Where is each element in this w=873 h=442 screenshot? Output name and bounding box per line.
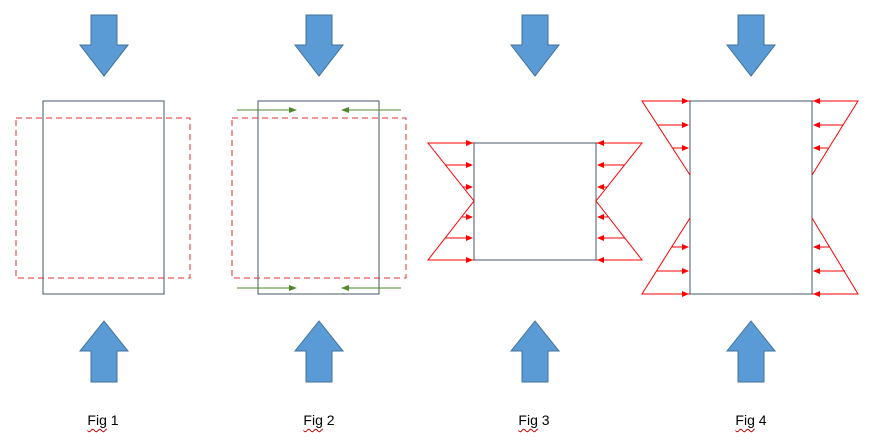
compression-load-arrow-up <box>725 320 777 383</box>
caption-fig-4: Fig 4 <box>711 412 791 428</box>
compression-load-arrow-down <box>725 14 777 77</box>
compression-load-arrow-down <box>293 14 345 77</box>
stress-distribution-right-bottom <box>811 217 859 295</box>
compression-load-arrow-up <box>293 320 345 383</box>
caption-fig-2: Fig 2 <box>279 412 359 428</box>
specimen-outline <box>42 100 165 295</box>
caption-word: Fig <box>735 412 755 428</box>
caption-word: Fig <box>518 412 538 428</box>
compression-load-arrow-up <box>78 320 130 383</box>
caption-word: Fig <box>87 412 107 428</box>
caption-number: 2 <box>326 412 335 428</box>
stress-distribution-left-top <box>641 100 691 176</box>
deformed-specimen-outline <box>231 117 407 279</box>
caption-number: 3 <box>541 412 550 428</box>
specimen-outline <box>689 100 813 295</box>
caption-number: 4 <box>758 412 767 428</box>
stress-distribution-left-bottom <box>641 217 691 295</box>
compression-load-arrow-down <box>509 14 561 77</box>
caption-number: 1 <box>110 412 119 428</box>
caption-fig-3: Fig 3 <box>494 412 574 428</box>
stress-distribution-left <box>426 142 475 261</box>
stress-distribution-right <box>595 142 644 261</box>
caption-word: Fig <box>303 412 323 428</box>
specimen-outline <box>473 142 597 261</box>
stress-distribution-right-top <box>811 100 859 176</box>
compression-load-arrow-down <box>78 14 130 77</box>
deformed-specimen-outline <box>15 117 191 279</box>
caption-fig-1: Fig 1 <box>63 412 143 428</box>
compression-load-arrow-up <box>509 320 561 383</box>
specimen-outline <box>257 100 380 295</box>
